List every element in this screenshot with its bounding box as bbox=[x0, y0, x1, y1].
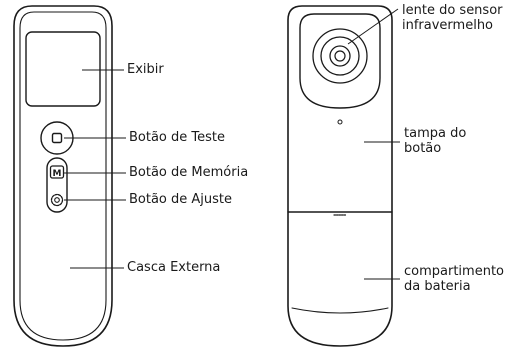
front-outer-shell bbox=[13, 5, 113, 347]
adjust-gear-outer bbox=[50, 193, 64, 207]
label-button-cover: tampa do botão bbox=[404, 126, 466, 156]
label-test-button: Botão de Teste bbox=[129, 130, 226, 145]
label-button-cover-line2: botão bbox=[404, 141, 442, 156]
label-battery-line2: da bateria bbox=[404, 279, 471, 294]
label-sensor-lens: lente do sensor infravermelho bbox=[402, 3, 503, 33]
sensor-lens-outer bbox=[312, 28, 368, 84]
label-outer-shell: Casca Externa bbox=[127, 260, 221, 275]
back-outer-shell bbox=[287, 5, 393, 347]
back-device bbox=[287, 5, 393, 347]
adjust-gear-inner bbox=[54, 197, 60, 203]
front-device bbox=[13, 5, 113, 347]
label-sensor-lens-line1: lente do sensor bbox=[402, 3, 503, 18]
memory-icon-box bbox=[49, 165, 65, 179]
label-memory-button: Botão de Memória bbox=[129, 165, 249, 180]
label-sensor-lens-line2: infravermelho bbox=[402, 18, 494, 33]
sensor-lens-inner bbox=[329, 45, 351, 67]
button-pill bbox=[46, 157, 68, 213]
sensor-window bbox=[299, 13, 381, 109]
label-battery-compartment: compartimento da bateria bbox=[404, 264, 504, 294]
memory-icon-letter: M bbox=[53, 169, 62, 179]
label-button-cover-line1: tampa do bbox=[404, 126, 467, 141]
indicator-dot bbox=[337, 119, 343, 125]
test-button-square-icon bbox=[51, 132, 63, 144]
display-screen bbox=[25, 31, 101, 107]
back-leader-lines bbox=[347, 8, 400, 280]
sensor-lens-core bbox=[334, 50, 346, 62]
label-display: Exibir bbox=[127, 62, 164, 77]
front-inner-rim bbox=[19, 11, 107, 341]
back-bottom-curve bbox=[291, 307, 389, 314]
label-battery-line1: compartimento bbox=[404, 264, 504, 279]
label-adjust-button: Botão de Ajuste bbox=[129, 192, 233, 207]
sensor-lens-ring bbox=[320, 36, 360, 76]
front-leader-lines bbox=[64, 69, 126, 269]
